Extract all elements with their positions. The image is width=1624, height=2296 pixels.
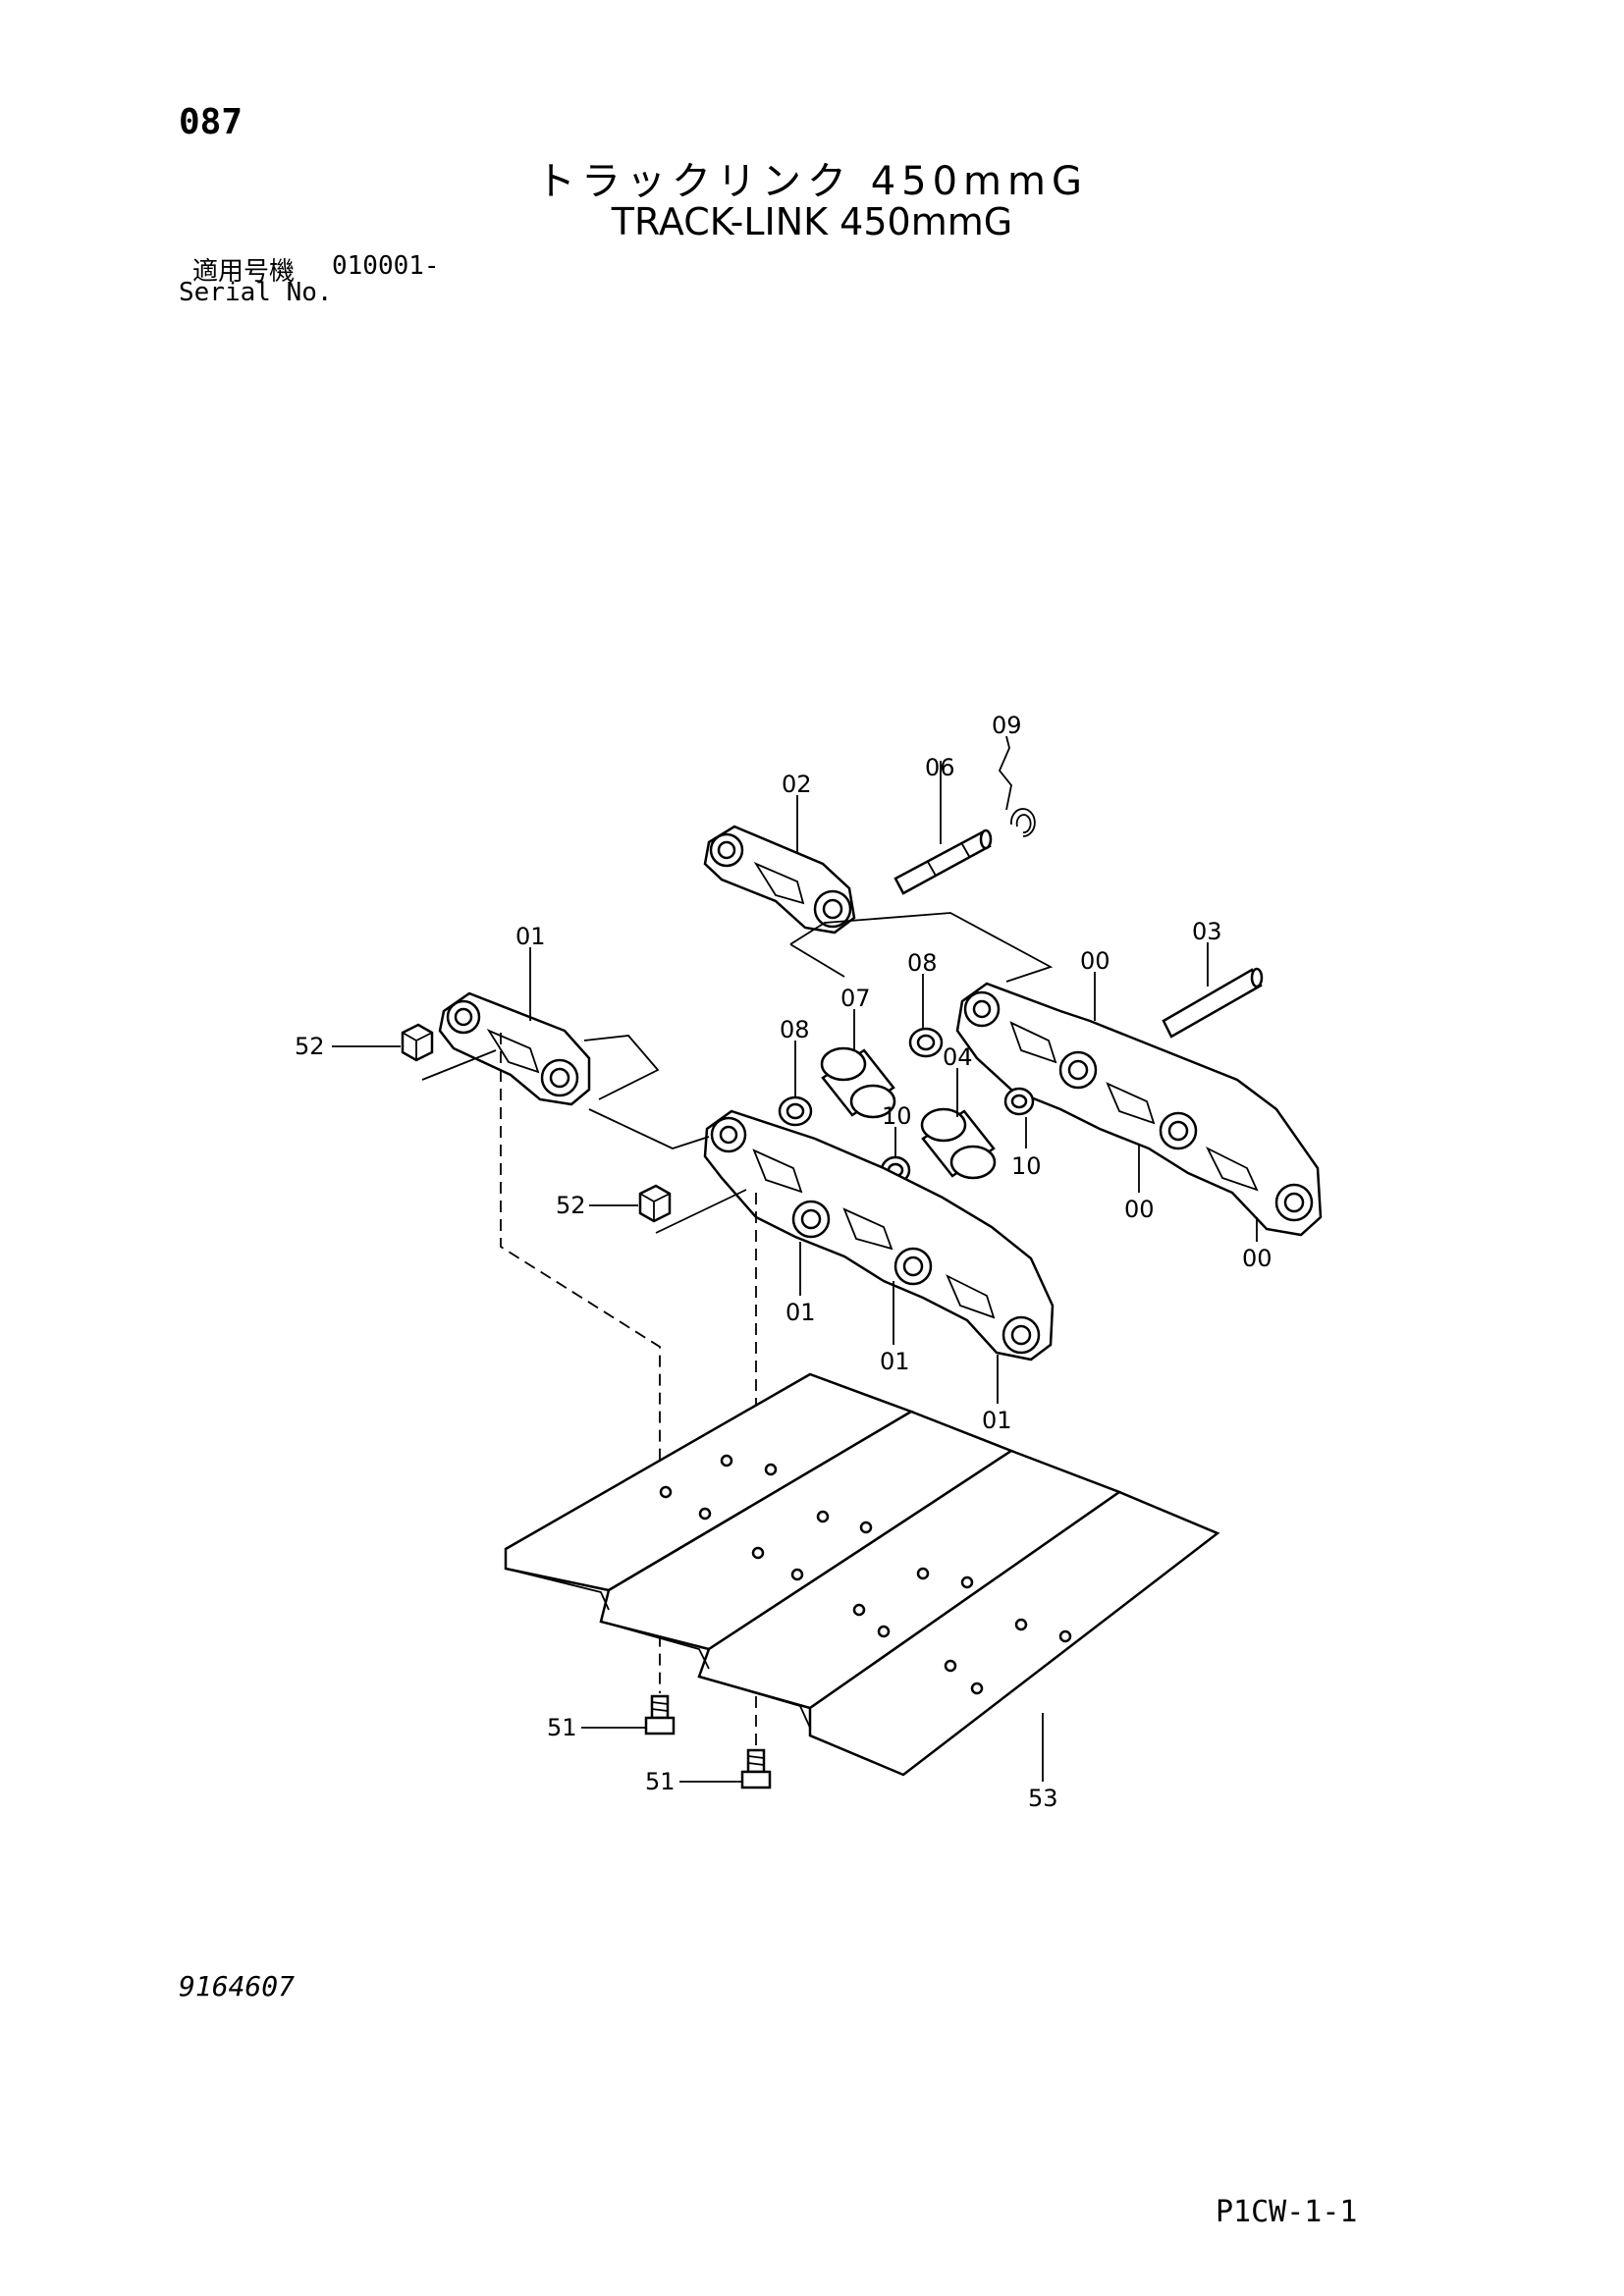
part-08-seal-upper xyxy=(908,1027,944,1058)
callout-02: 02 xyxy=(782,771,812,798)
part-07-bushing xyxy=(820,1046,896,1119)
callout-06: 06 xyxy=(925,754,955,781)
page-number: 087 xyxy=(179,102,244,142)
callout-08-a: 08 xyxy=(907,949,938,977)
callout-03: 03 xyxy=(1192,918,1222,945)
callout-00-a: 00 xyxy=(1080,947,1110,975)
part-04-bushing xyxy=(920,1107,997,1180)
callout-01-a: 01 xyxy=(785,1299,816,1326)
callout-00-c: 00 xyxy=(1242,1245,1272,1272)
callout-51-a: 51 xyxy=(547,1714,577,1741)
part-09-retaining-ring xyxy=(1010,808,1036,837)
callout-01-top: 01 xyxy=(515,923,546,950)
page-code: P1CW-1-1 xyxy=(1216,2195,1358,2229)
callout-08-b: 08 xyxy=(780,1016,810,1043)
callout-52-b: 52 xyxy=(556,1192,586,1219)
part-03-pin xyxy=(1162,967,1264,1039)
callout-01-b: 01 xyxy=(880,1348,910,1375)
callout-04: 04 xyxy=(943,1043,973,1071)
part-51-bolt-left xyxy=(644,1694,676,1735)
serial-label-japanese: 適用号機 xyxy=(192,257,296,287)
part-08-seal-lower xyxy=(778,1095,813,1127)
serial-value: 010001- xyxy=(332,251,440,281)
title-japanese: トラックリンク 450mmG xyxy=(536,159,1088,204)
callout-52-a: 52 xyxy=(295,1033,325,1060)
part-52-nut-lower xyxy=(638,1184,672,1223)
callout-07: 07 xyxy=(840,985,871,1012)
callout-51-b: 51 xyxy=(645,1768,676,1795)
part-10-spacer-right xyxy=(1003,1087,1035,1116)
part-00-link-chain xyxy=(955,982,1323,1237)
leader-lines xyxy=(332,735,1258,1783)
callout-10-b: 10 xyxy=(1011,1152,1042,1180)
callout-09: 09 xyxy=(992,712,1022,739)
callout-00-b: 00 xyxy=(1124,1196,1155,1223)
callout-53: 53 xyxy=(1028,1785,1058,1812)
part-02-link xyxy=(703,825,856,934)
part-01-link-chain xyxy=(703,1109,1055,1362)
title-english: TRACK-LINK 450mmG xyxy=(611,200,1013,243)
part-53-shoe-plates xyxy=(504,1372,1220,1777)
part-52-nut-upper xyxy=(401,1023,434,1062)
shoe-bolt-holes xyxy=(659,1454,1072,1695)
callout-10-a: 10 xyxy=(882,1102,912,1130)
callout-labels: 09 06 02 01 03 00 08 07 52 08 04 10 10 0… xyxy=(295,712,1272,1812)
part-51-bolt-right xyxy=(740,1748,772,1789)
part-06-pin xyxy=(893,828,993,895)
callout-01-c: 01 xyxy=(982,1407,1012,1434)
serial-label-english: Serial No. xyxy=(179,278,333,307)
drawing-number: 9164607 xyxy=(179,1970,296,2002)
part-01-link-upper xyxy=(438,991,591,1106)
